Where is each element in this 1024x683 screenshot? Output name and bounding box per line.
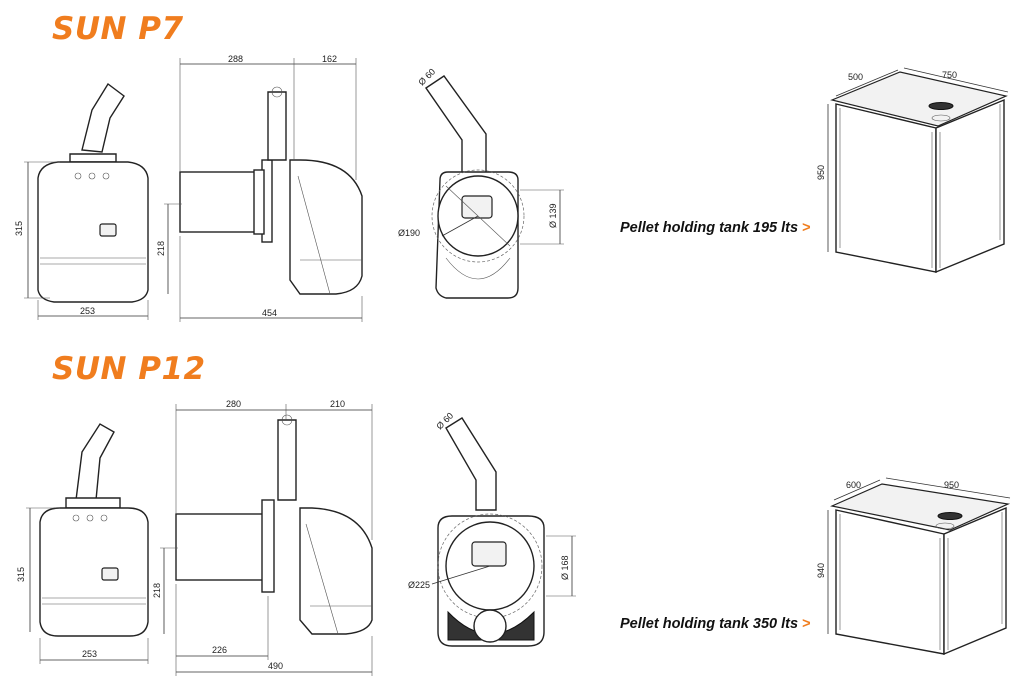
dim-side-height: 218 bbox=[156, 241, 166, 256]
dim-tube-diameter: Ø 139 bbox=[548, 203, 558, 228]
front-view-p7: 315 253 bbox=[14, 82, 149, 320]
dim-front-width: 253 bbox=[80, 306, 95, 316]
dim-side-top-left: 280 bbox=[226, 399, 241, 409]
model-title-p7: SUN P7 bbox=[52, 11, 184, 47]
dim-tank-width: 950 bbox=[944, 480, 959, 490]
dim-tank-depth: 500 bbox=[848, 72, 863, 82]
dim-flange-diameter: Ø225 bbox=[408, 580, 430, 590]
dim-side-inner: 226 bbox=[212, 645, 227, 655]
flange-view-p12: Ø225 Ø 168 Ø 60 bbox=[408, 411, 576, 647]
dim-tank-height: 950 bbox=[816, 165, 826, 180]
dim-side-top-right: 162 bbox=[322, 54, 337, 64]
tank-view-p7: 500 750 950 bbox=[816, 67, 1009, 274]
dim-front-height: 315 bbox=[14, 221, 24, 236]
flange-view-p7: Ø190 Ø 139 Ø 60 bbox=[398, 67, 564, 299]
front-view-p12: 315 253 bbox=[16, 423, 149, 664]
dim-side-height: 218 bbox=[152, 583, 162, 598]
dim-flange-diameter: Ø190 bbox=[398, 228, 420, 238]
dim-side-total: 454 bbox=[262, 308, 277, 318]
tank-label-text: Pellet holding tank 350 lts bbox=[620, 616, 799, 632]
tank-label-text: Pellet holding tank 195 lts bbox=[620, 220, 799, 236]
model-title-p12: SUN P12 bbox=[52, 351, 206, 387]
dim-side-top-right: 210 bbox=[330, 399, 345, 409]
tank-label-p12: Pellet holding tank 350 lts> bbox=[620, 616, 811, 632]
dim-side-top-left: 288 bbox=[228, 54, 243, 64]
dim-tank-width: 750 bbox=[942, 70, 957, 80]
dim-front-height: 315 bbox=[16, 567, 26, 582]
dim-front-width: 253 bbox=[82, 649, 97, 659]
tank-label-p7: Pellet holding tank 195 lts> bbox=[620, 220, 811, 236]
dim-side-total: 490 bbox=[268, 661, 283, 671]
side-view-p12: 280 210 218 226 490 bbox=[152, 399, 373, 676]
tank-view-p12: 600 950 940 bbox=[816, 477, 1011, 656]
chevron-right-icon: > bbox=[802, 616, 811, 632]
side-view-p7: 288 162 218 454 bbox=[156, 54, 363, 322]
chevron-right-icon: > bbox=[802, 220, 811, 236]
dim-tank-height: 940 bbox=[816, 563, 826, 578]
dim-tank-depth: 600 bbox=[846, 480, 861, 490]
dim-tube-diameter: Ø 168 bbox=[560, 555, 570, 580]
